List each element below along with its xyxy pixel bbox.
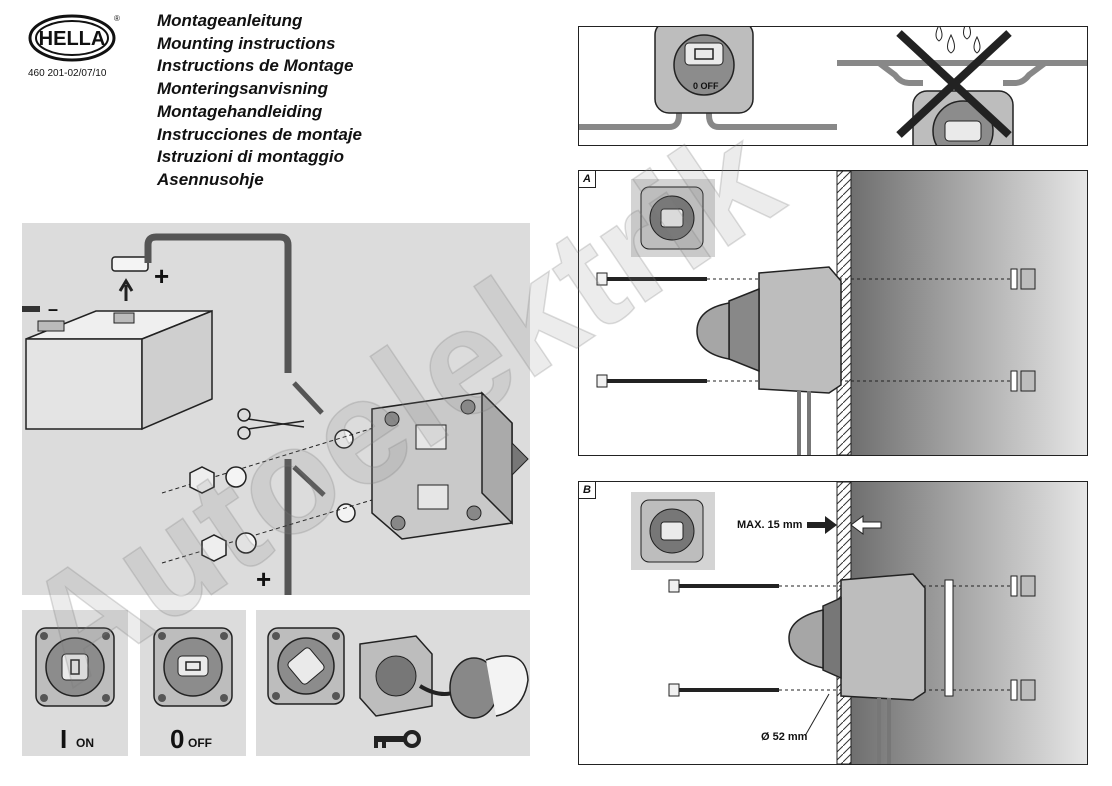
key-removal-panel xyxy=(256,610,530,756)
svg-text:HELLA: HELLA xyxy=(39,28,106,50)
key-icon xyxy=(374,730,421,748)
title-it: Istruzioni di montaggio xyxy=(157,147,344,167)
title-en: Mounting instructions xyxy=(157,33,336,53)
off-label: OFF xyxy=(188,736,212,750)
panel-a-label: A xyxy=(579,171,596,188)
max-thickness-arrows xyxy=(807,515,882,535)
battery-switch-rear xyxy=(371,391,529,540)
title-list: Montageanleitung Mounting instructions I… xyxy=(157,10,517,192)
svg-text:0 OFF: 0 OFF xyxy=(693,81,719,91)
title-sv: Monteringsanvisning xyxy=(157,79,328,99)
battery-illustration xyxy=(22,306,213,431)
mounting-screws-a xyxy=(596,272,707,388)
positive-terminal-clamp xyxy=(111,256,149,301)
mounting-panel-a: A xyxy=(578,170,1088,456)
off-number: 0 xyxy=(170,724,185,754)
scissors-icon xyxy=(237,408,305,440)
battery-switch-side-a xyxy=(696,266,842,455)
document-number: 460 201-02/07/10 xyxy=(28,68,107,79)
mounting-panel-b: B MAX. 15 mm Ø 52 mm xyxy=(578,481,1088,765)
title-de: Montageanleitung xyxy=(157,11,303,30)
nut-and-washer-a xyxy=(1010,268,1036,392)
not-allowed-cross-icon xyxy=(896,30,1012,138)
nut-and-washer-set xyxy=(189,466,257,562)
hole-diameter-label: Ø 52 mm xyxy=(761,731,808,743)
switch-icon-thumbnail-a xyxy=(631,179,715,257)
svg-text:+: + xyxy=(154,261,169,291)
switch-on-position: I ON xyxy=(22,610,128,756)
title-nl: Montagehandleiding xyxy=(157,101,323,121)
nut-and-washer-b xyxy=(1010,575,1036,701)
switch-icon-thumbnail-b xyxy=(631,492,715,570)
on-number: I xyxy=(60,724,68,754)
svg-text:–: – xyxy=(48,299,58,319)
title-es: Instrucciones de montaje xyxy=(157,124,362,144)
switch-off-position: 0 OFF xyxy=(140,610,246,756)
orientation-panel: 0 OFF xyxy=(578,26,1088,146)
title-fi: Asennusohje xyxy=(157,169,264,189)
hella-logo: HELLA ® xyxy=(28,12,128,82)
on-label: ON xyxy=(76,736,94,750)
max-thickness-label: MAX. 15 mm xyxy=(737,519,803,531)
mounting-screws-b xyxy=(668,579,779,697)
battery-switch-side-b xyxy=(788,573,954,764)
svg-text:+: + xyxy=(256,564,271,594)
svg-text:®: ® xyxy=(114,14,120,23)
title-fr: Instructions de Montage xyxy=(157,56,354,76)
panel-b-label: B xyxy=(579,482,596,499)
wiring-diagram: + – + xyxy=(22,223,530,595)
water-drop-icons xyxy=(935,27,981,54)
